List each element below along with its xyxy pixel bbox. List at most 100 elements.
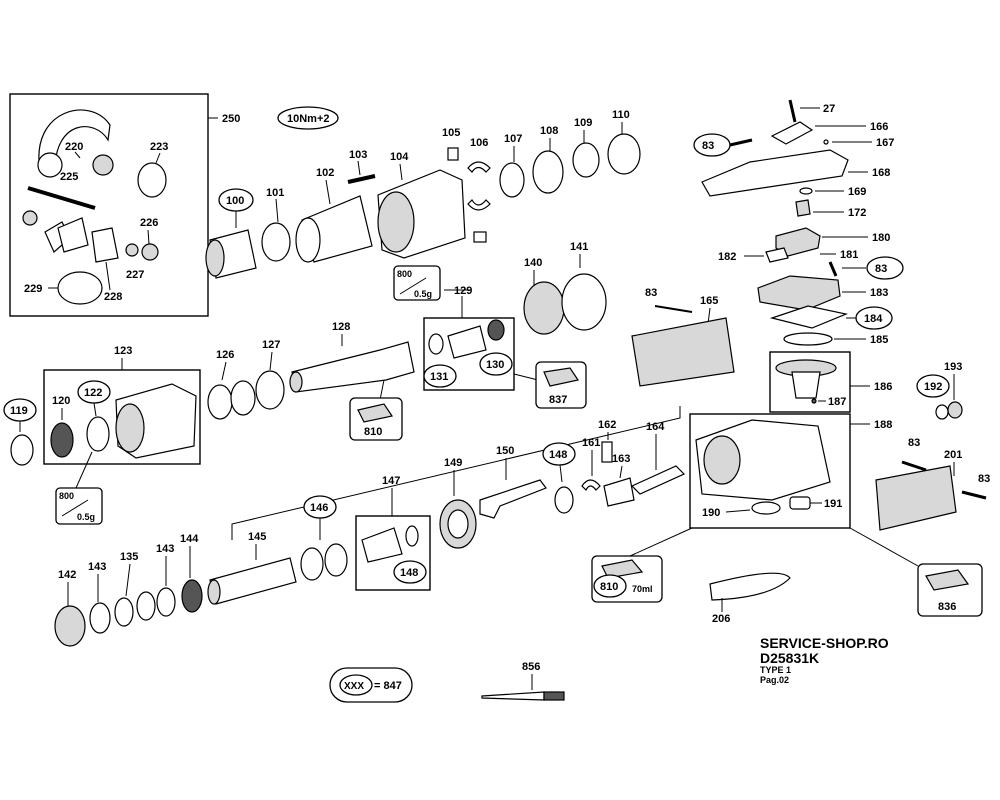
washer-119	[10, 434, 34, 466]
bushing-193	[947, 401, 963, 419]
label-140: 140	[524, 257, 542, 269]
label-856: 856	[522, 661, 540, 673]
label-83-right: 83	[875, 263, 887, 275]
torque-note-bubble	[277, 106, 339, 130]
label-186: 186	[874, 381, 892, 393]
chuck-front	[205, 239, 225, 277]
screw-27	[788, 99, 797, 123]
leader-810b	[629, 527, 693, 557]
label-180: 180	[872, 232, 890, 244]
label-100: 100	[226, 195, 244, 207]
label-119: 119	[10, 405, 28, 417]
box-147-frame	[355, 515, 431, 591]
label-228: 228	[104, 291, 122, 303]
piston-129	[447, 325, 487, 359]
grease-837	[543, 367, 579, 387]
handle-rod	[27, 186, 96, 210]
ring-107	[499, 162, 525, 198]
label-181: 181	[840, 249, 858, 261]
label-169: 169	[848, 186, 866, 198]
handle-kit-frame	[9, 93, 209, 317]
label-109: 109	[574, 117, 592, 129]
grease-note-2-weight: 0.5g	[77, 512, 95, 522]
side-plate-165: 83 165	[631, 287, 735, 387]
cylinder-bore	[115, 403, 145, 453]
label-164: 164	[646, 421, 665, 433]
label-193: 193	[944, 361, 962, 373]
label-190: 190	[702, 507, 720, 519]
top-cover-group: 27 166 167 83 168 169 172 180 181 182 83…	[693, 99, 904, 346]
label-185: 185	[870, 334, 888, 346]
ring-131	[428, 333, 444, 355]
label-110: 110	[612, 109, 630, 121]
label-145: 145	[248, 531, 266, 543]
ball-167	[823, 139, 829, 145]
box-147: 147 148	[355, 475, 431, 591]
ring-143b	[156, 587, 176, 617]
spindle-end	[289, 371, 303, 393]
footer-block: SERVICE-SHOP.RO D25831K TYPE 1 Pag.02	[760, 636, 889, 686]
belt-206	[709, 572, 791, 601]
label-83-side-2: 83	[978, 473, 990, 485]
label-149: 149	[444, 457, 462, 469]
label-101: 101	[266, 187, 284, 199]
label-226: 226	[140, 217, 158, 229]
ball-187	[811, 398, 817, 404]
side-cover-201: 83 201 83	[875, 437, 990, 531]
footer-page: Pag.02	[760, 675, 790, 685]
pin-162	[601, 441, 613, 463]
spring-142	[54, 605, 86, 647]
selector-180	[775, 227, 821, 257]
box-129-frame	[423, 317, 515, 391]
cover-168	[701, 149, 849, 197]
screw-83-top	[729, 138, 753, 147]
cover-201	[875, 465, 957, 531]
label-143b: 143	[156, 543, 174, 555]
label-148-bottom: 148	[400, 567, 418, 579]
label-168: 168	[872, 167, 890, 179]
housing-bore-188	[703, 435, 741, 485]
fork-150	[479, 479, 547, 519]
label-220: 220	[65, 141, 83, 153]
ring-148	[554, 486, 574, 514]
label-123: 123	[114, 345, 132, 357]
label-183: 183	[870, 287, 888, 299]
half-ring-106b	[467, 199, 491, 211]
handle-clamp-knob	[37, 152, 63, 178]
handle-kit-group: 250 220 223 225 226 227 229 228	[9, 93, 240, 317]
label-127: 127	[262, 339, 280, 351]
label-144: 144	[180, 533, 199, 545]
slider-182	[765, 247, 789, 263]
label-166: 166	[870, 121, 888, 133]
bubble-130	[479, 352, 513, 376]
washer-192	[935, 404, 949, 420]
ring-144	[181, 579, 203, 613]
plug-172	[795, 199, 811, 217]
label-126: 126	[216, 349, 234, 361]
box-129: 129 131 130	[423, 285, 515, 391]
gear-shaft-186	[791, 371, 821, 399]
label-104: 104	[390, 151, 409, 163]
piston-163	[603, 477, 635, 507]
label-187: 187	[828, 396, 846, 408]
bearing-190	[751, 501, 781, 515]
lock-button-166	[770, 121, 814, 145]
label-83-top: 83	[702, 140, 714, 152]
label-130: 130	[486, 359, 504, 371]
label-120: 120	[52, 395, 70, 407]
grease-note-2-amount: 800	[59, 491, 74, 501]
label-229: 229	[24, 283, 42, 295]
clamp-body	[57, 217, 89, 253]
label-141: 141	[570, 241, 588, 253]
footer-model: D25831K	[760, 650, 820, 666]
label-227: 227	[126, 269, 144, 281]
box-123: 123 120 122	[43, 345, 201, 465]
tube-end	[207, 579, 221, 605]
seal-120	[50, 422, 74, 458]
label-225: 225	[60, 171, 78, 183]
screw-83-plate	[654, 305, 693, 313]
label-83-side: 83	[908, 437, 920, 449]
grease-note-1-weight: 0.5g	[414, 289, 432, 299]
